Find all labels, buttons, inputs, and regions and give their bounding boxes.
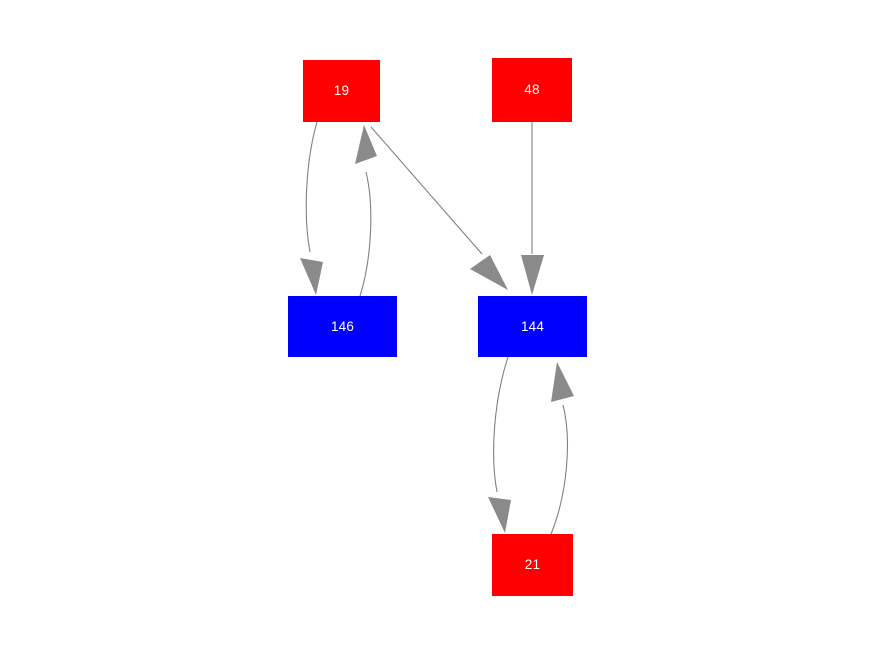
edge-146-to-19-arrowhead <box>355 125 377 164</box>
edge-19-to-144-line <box>370 126 483 255</box>
edge-48-to-144-arrowhead <box>521 255 544 295</box>
node-144[interactable]: 144 <box>478 296 587 357</box>
node-146[interactable]: 146 <box>288 296 397 357</box>
node-48-label: 48 <box>524 82 540 98</box>
edge-146-to-19-line <box>359 171 372 297</box>
edge-21-to-144-line <box>550 404 568 535</box>
node-144-label: 144 <box>520 318 545 334</box>
edge-19-to-144-arrowhead <box>470 255 508 290</box>
edge-146-to-19 <box>355 125 377 297</box>
node-21[interactable]: 21 <box>492 534 573 596</box>
edge-21-to-144 <box>550 362 574 535</box>
edge-144-to-21-arrowhead <box>488 497 511 533</box>
edge-19-to-146-line <box>305 121 318 253</box>
node-48[interactable]: 48 <box>492 58 572 122</box>
edge-144-to-21 <box>488 356 511 533</box>
node-19-label: 19 <box>333 83 350 99</box>
node-19[interactable]: 19 <box>303 60 380 122</box>
edge-144-to-21-line <box>493 356 509 493</box>
edge-19-to-146 <box>300 121 323 295</box>
edge-19-to-144 <box>370 126 508 290</box>
node-146-label: 146 <box>330 318 355 334</box>
node-21-label: 21 <box>524 557 541 573</box>
edge-21-to-144-arrowhead <box>551 362 574 402</box>
edge-48-to-144 <box>521 122 544 295</box>
edge-19-to-146-arrowhead <box>300 258 323 295</box>
